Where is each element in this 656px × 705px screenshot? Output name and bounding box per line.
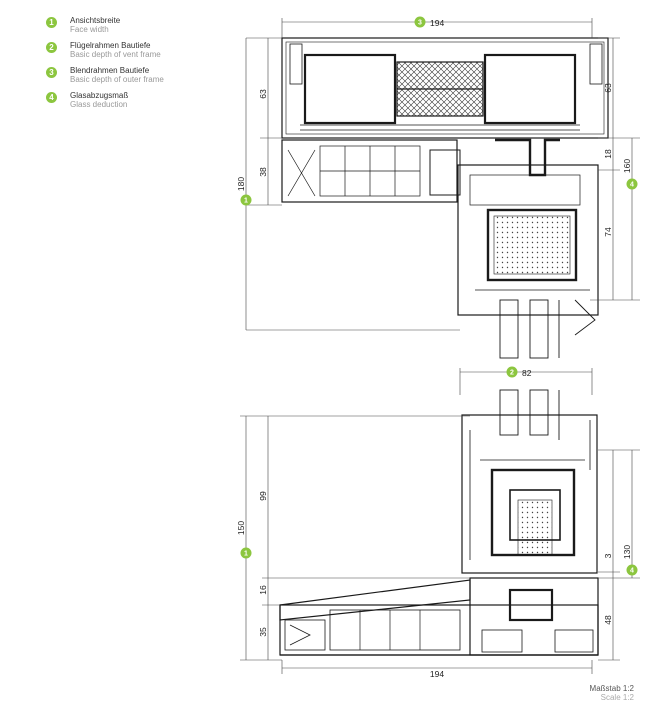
dimension-badge — [414, 16, 426, 28]
dim-top-width: 194 — [430, 18, 444, 28]
dimension-badge — [626, 564, 638, 576]
dim-label: 35 — [258, 627, 268, 637]
outer-frame-sill — [279, 604, 599, 656]
legend-label-de: Ansichtsbreite — [70, 16, 121, 25]
dim-label: 18 — [603, 149, 613, 159]
dim-label: 16 — [258, 585, 268, 595]
scale-label-de: Maßstab 1:2 — [589, 684, 634, 693]
dim-label: 99 — [258, 491, 268, 501]
dimension-badge-number: 3 — [418, 20, 422, 27]
dim-label: 63 — [258, 89, 268, 99]
dimension-badge-number: 4 — [630, 182, 634, 189]
dim-top-width: 82 — [522, 368, 532, 378]
legend-label-de: Flügelrahmen Bautiefe — [70, 41, 151, 50]
glass-pane — [499, 299, 519, 359]
legend-label-en: Basic depth of outer frame — [70, 75, 164, 84]
dim-label: 3 — [603, 553, 613, 558]
legend-number-badge: 4 — [46, 92, 57, 103]
dimension-badge-number: 2 — [510, 370, 514, 377]
dim-label: 74 — [603, 227, 613, 237]
vent-frame-right-core — [483, 53, 577, 125]
bottom-section-drawing — [279, 389, 599, 656]
sill-cover — [279, 579, 471, 621]
dim-bottom-width: 194 — [430, 669, 444, 679]
bottom-dimensions — [240, 368, 640, 674]
legend-number-badge: 2 — [46, 42, 57, 53]
legend-label-de: Blendrahmen Bautiefe — [70, 66, 150, 75]
dim-label: 130 — [622, 545, 632, 559]
dim-label: 160 — [622, 159, 632, 173]
dimension-badge-number: 1 — [244, 198, 248, 205]
dim-label: 180 — [236, 177, 246, 191]
legend-label-en: Glass deduction — [70, 100, 128, 109]
vent-frame-vertical — [457, 164, 599, 316]
legend-label-de: Glasabzugsmaß — [70, 91, 129, 100]
scale-label-en: Scale 1:2 — [600, 693, 634, 702]
top-section-drawing — [281, 37, 609, 359]
legend-label-en: Face width — [70, 25, 109, 34]
legend-label-en: Basic depth of vent frame — [70, 50, 161, 59]
dim-label: 38 — [258, 167, 268, 177]
dimension-badge — [240, 194, 252, 206]
vent-frame-left-core — [303, 53, 397, 125]
outer-frame-top-profile — [281, 37, 609, 139]
top-dimensions — [245, 18, 640, 331]
scale-note: Maßstab 1:2 Scale 1:2 — [590, 684, 634, 702]
dim-label: 48 — [603, 615, 613, 625]
glazing-bead-core — [486, 208, 578, 282]
vent-frame-bottom — [461, 414, 598, 574]
dimension-badge — [506, 366, 518, 378]
dimension-badge-number: 1 — [244, 551, 248, 558]
outer-frame-left-profile — [281, 139, 458, 203]
dimension-badge — [240, 547, 252, 559]
dimension-badge — [626, 178, 638, 190]
dimension-badge-number: 4 — [630, 568, 634, 575]
dim-label: 150 — [236, 521, 246, 535]
legend-number-badge: 1 — [46, 17, 57, 28]
dim-label: 63 — [603, 83, 613, 93]
legend-number-badge: 3 — [46, 67, 57, 78]
